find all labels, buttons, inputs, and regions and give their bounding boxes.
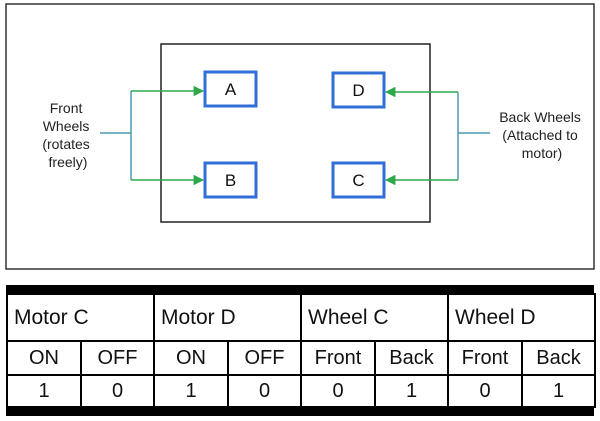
wheel-a: A xyxy=(203,70,258,108)
subheader-cell: OFF xyxy=(80,340,155,376)
subheader-cell: Front xyxy=(447,340,523,376)
table-subheader-row: ON OFF ON OFF Front Back Front Back xyxy=(6,340,596,376)
truth-table: Motor C Motor D Wheel C Wheel D ON OFF O… xyxy=(6,285,596,416)
value-cell: 0 xyxy=(447,374,523,408)
value-cell: 1 xyxy=(521,374,596,408)
header-wheel-d: Wheel D xyxy=(447,293,596,342)
subheader-cell: Back xyxy=(521,340,596,376)
diagram-frame xyxy=(5,3,595,270)
value-cell: 1 xyxy=(6,374,82,408)
subheader-cell: ON xyxy=(153,340,229,376)
subheader-cell: ON xyxy=(6,340,82,376)
value-cell: 0 xyxy=(227,374,302,408)
value-cell: 0 xyxy=(80,374,155,408)
front-wheels-label: Front Wheels (rotates freely) xyxy=(42,100,93,170)
table-top-bar xyxy=(6,285,594,293)
wheel-b-label: B xyxy=(225,171,236,190)
wheel-d: D xyxy=(331,71,386,109)
table-bottom-bar xyxy=(6,408,594,416)
back-wheels-connector xyxy=(384,86,490,186)
truth-table-grid: Motor C Motor D Wheel C Wheel D ON OFF O… xyxy=(6,293,596,408)
subheader-cell: Back xyxy=(374,340,449,376)
header-wheel-c: Wheel C xyxy=(300,293,449,342)
table-header-row: Motor C Motor D Wheel C Wheel D xyxy=(6,293,596,342)
header-motor-d: Motor D xyxy=(153,293,302,342)
wheel-c-label: C xyxy=(352,171,364,190)
back-wheels-label: Back Wheels (Attached to motor) xyxy=(499,109,585,161)
header-motor-c: Motor C xyxy=(6,293,155,342)
wheel-c: C xyxy=(331,161,386,199)
value-cell: 1 xyxy=(153,374,229,408)
robot-wheel-diagram: A B D C Front Wheels (rotates freely) Ba… xyxy=(5,3,595,270)
subheader-cell: Front xyxy=(300,340,376,376)
chassis-body xyxy=(160,43,431,223)
subheader-cell: OFF xyxy=(227,340,302,376)
wheel-b: B xyxy=(203,161,258,199)
front-wheels-connector xyxy=(100,85,205,186)
table-value-row: 1 0 1 0 0 1 0 1 xyxy=(6,374,596,408)
value-cell: 1 xyxy=(374,374,449,408)
wheel-d-label: D xyxy=(352,81,364,100)
value-cell: 0 xyxy=(300,374,376,408)
wheel-a-label: A xyxy=(225,80,237,99)
